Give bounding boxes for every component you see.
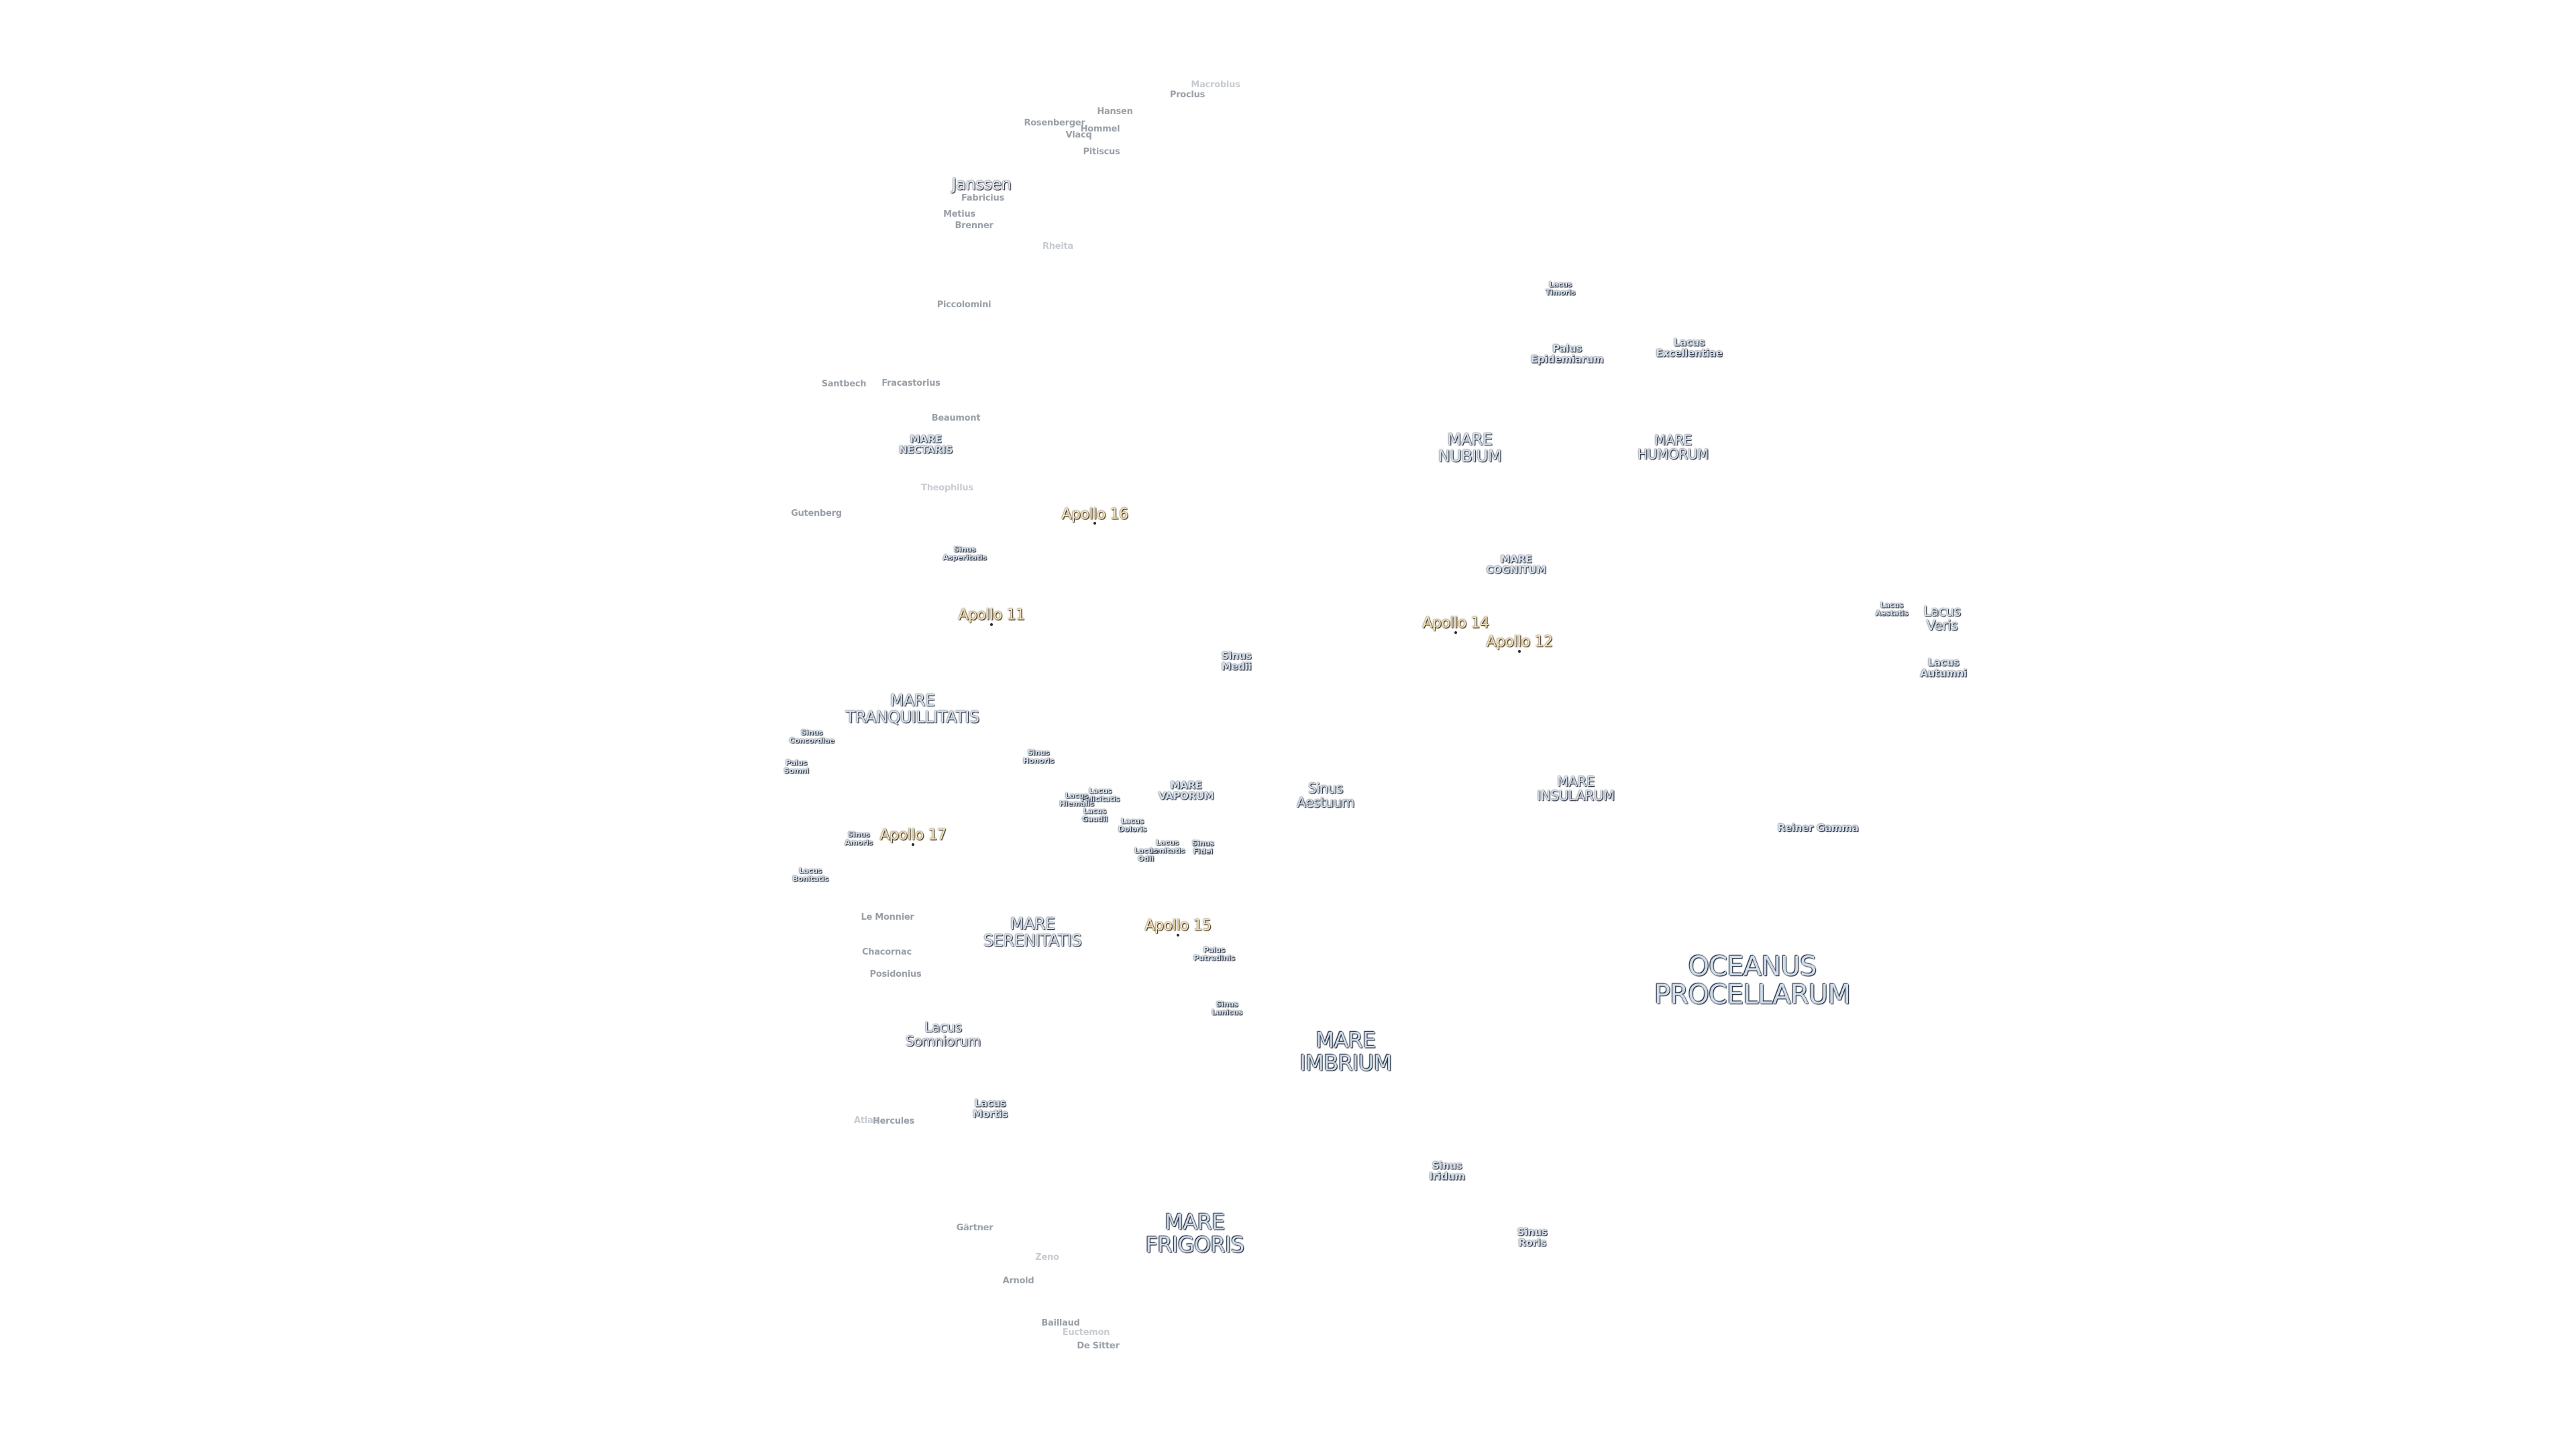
label-hommel: Hommel bbox=[1080, 124, 1120, 135]
label-sinus-lunicus: Sinus Lunicus bbox=[1212, 1000, 1242, 1016]
label-sinus-aestuum: Sinus Aestuum bbox=[1297, 780, 1354, 810]
label-gartner: Gärtner bbox=[956, 1223, 994, 1234]
label-arnold: Arnold bbox=[1002, 1276, 1034, 1287]
label-lacus-excellentiae: Lacus Excellentiae bbox=[1656, 336, 1723, 359]
landing-site-marker[interactable] bbox=[1177, 934, 1179, 936]
landing-site-apollo-12[interactable]: Apollo 12 bbox=[1486, 633, 1553, 651]
label-sinus-asperitatis: Sinus Asperitatis bbox=[943, 545, 987, 561]
landing-site-marker[interactable] bbox=[1454, 631, 1457, 634]
label-santbech: Santbech bbox=[821, 379, 867, 390]
label-beaumont: Beaumont bbox=[931, 413, 981, 424]
label-lacus-odii: Lacus Odii bbox=[1134, 846, 1158, 863]
label-sinus-concordiae: Sinus Concordiae bbox=[789, 728, 835, 745]
label-reiner-gamma: Reiner Gamma bbox=[1777, 822, 1859, 835]
label-lacus-mortis: Lacus Mortis bbox=[972, 1097, 1008, 1120]
label-janssen: Janssen bbox=[951, 174, 1012, 194]
landing-site-apollo-14[interactable]: Apollo 14 bbox=[1422, 614, 1489, 632]
label-lacus-aestatis: Lacus Aestatis bbox=[1875, 600, 1909, 617]
label-piccolomini: Piccolomini bbox=[936, 300, 991, 311]
label-posidonius: Posidonius bbox=[869, 969, 922, 980]
landing-site-marker[interactable] bbox=[990, 623, 993, 626]
label-oceanus-procellarum: OCEANUS PROCELLARUM bbox=[1654, 951, 1851, 1010]
label-pitiscus: Pitiscus bbox=[1083, 147, 1120, 158]
label-lacus-veris: Lacus Veris bbox=[1923, 603, 1961, 633]
label-lacus-felicitatis: Lacus Felicitatis bbox=[1080, 786, 1120, 803]
label-metius: Metius bbox=[943, 209, 975, 220]
label-sinus-roris: Sinus Roris bbox=[1517, 1226, 1548, 1248]
label-zeno: Zeno bbox=[1035, 1252, 1059, 1263]
label-sinus-fidei: Sinus Fidei bbox=[1191, 839, 1214, 855]
label-rheita: Rheita bbox=[1042, 241, 1073, 252]
label-chacornac: Chacornac bbox=[861, 947, 912, 958]
label-mare-cognitum: MARE COGNITUM bbox=[1486, 553, 1546, 576]
landing-site-apollo-16[interactable]: Apollo 16 bbox=[1061, 506, 1128, 523]
label-mare-insularum: MARE INSULARUM bbox=[1537, 773, 1615, 804]
landing-site-marker[interactable] bbox=[912, 843, 914, 846]
landing-site-apollo-17[interactable]: Apollo 17 bbox=[879, 826, 947, 844]
label-fracastorius: Fracastorius bbox=[881, 378, 941, 389]
label-palus-putredinis: Palus Putredinis bbox=[1193, 945, 1235, 962]
label-rosenberger: Rosenberger bbox=[1024, 118, 1085, 129]
label-euctemon: Euctemon bbox=[1062, 1328, 1110, 1338]
label-sinus-honoris: Sinus Honoris bbox=[1022, 748, 1055, 765]
label-mare-imbrium: MARE IMBRIUM bbox=[1299, 1027, 1392, 1075]
label-palus-somni: Palus Somni bbox=[784, 758, 809, 775]
landing-site-apollo-15[interactable]: Apollo 15 bbox=[1144, 917, 1212, 934]
label-proclus: Proclus bbox=[1169, 90, 1205, 101]
label-fabricius: Fabricius bbox=[961, 193, 1004, 204]
label-mare-nubium: MARE NUBIUM bbox=[1438, 429, 1502, 466]
label-lacus-bonitatis: Lacus Bonitatis bbox=[792, 866, 828, 883]
label-palus-epidemiarum: Palus Epidemiarum bbox=[1530, 342, 1604, 365]
label-lacus-hiemalis: Lacus Hiemalis bbox=[1059, 791, 1094, 808]
label-mare-tranquillitatis: MARE TRANQUILLITATIS bbox=[845, 690, 979, 727]
label-lacus-timoris: Lacus Timoris bbox=[1545, 280, 1576, 297]
label-bailey: Baillaud bbox=[1041, 1318, 1080, 1329]
label-sinus-medii: Sinus Medii bbox=[1221, 649, 1252, 672]
label-lacus-lenitatis: Lacus Lenitatis bbox=[1149, 838, 1185, 855]
label-lacus-gaudii: Lacus Gaudii bbox=[1081, 806, 1108, 823]
label-brenner: Brenner bbox=[955, 221, 994, 231]
label-hansen: Hansen bbox=[1097, 107, 1133, 117]
landing-site-marker[interactable] bbox=[1093, 522, 1096, 525]
label-macrobius: Macrobius bbox=[1191, 80, 1240, 91]
label-vlacq: Vlacq bbox=[1065, 130, 1092, 141]
label-sinus-iridum: Sinus Iridum bbox=[1429, 1159, 1465, 1182]
label-mare-nectaris: MARE NECTARIS bbox=[898, 433, 953, 455]
label-sinus-amoris: Sinus Amoris bbox=[845, 830, 873, 847]
label-mare-serenitatis: MARE SERENITATIS bbox=[983, 914, 1082, 950]
label-gutenberg: Gutenberg bbox=[791, 508, 842, 519]
landing-site-apollo-11[interactable]: Apollo 11 bbox=[958, 606, 1025, 624]
label-mare-vaporum: MARE VAPORUM bbox=[1158, 779, 1214, 802]
label-le-monnier: Le Monnier bbox=[861, 912, 914, 923]
label-atlas: Atlas bbox=[854, 1116, 878, 1126]
label-lacus-somniorum: Lacus Somniorum bbox=[906, 1019, 981, 1049]
label-lacus-doloris: Lacus Doloris bbox=[1118, 816, 1147, 833]
label-de-sitter: De Sitter bbox=[1077, 1341, 1120, 1352]
label-theophilus: Theophilus bbox=[921, 483, 973, 494]
label-hercules: Hercules bbox=[873, 1116, 914, 1127]
label-mare-frigoris: MARE FRIGORIS bbox=[1145, 1209, 1245, 1257]
label-lacus-autumni: Lacus Autumni bbox=[1920, 656, 1967, 679]
label-mare-humorum: MARE HUMORUM bbox=[1638, 432, 1709, 462]
landing-site-marker[interactable] bbox=[1518, 650, 1521, 653]
